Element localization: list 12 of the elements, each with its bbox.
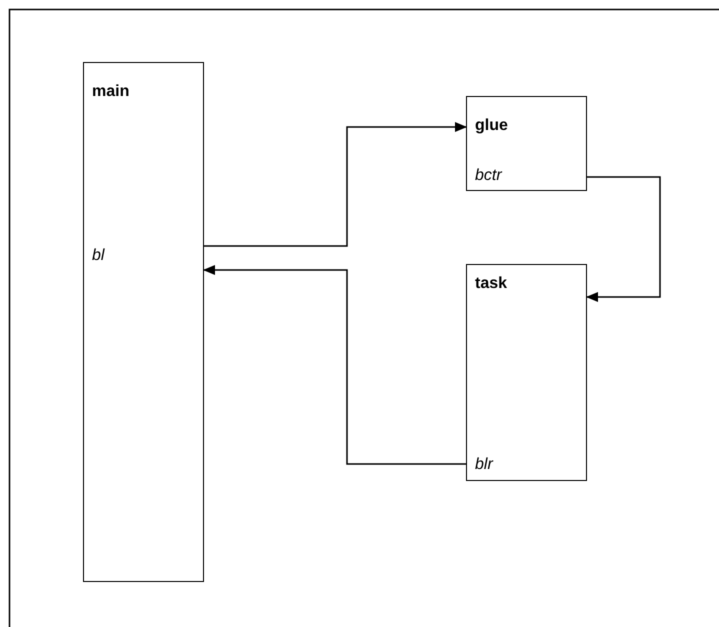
process-box: [83, 62, 204, 582]
arrow: [204, 122, 467, 247]
register-label: bctr: [475, 167, 502, 185]
register-label: blr: [475, 456, 493, 474]
arrow: [203, 265, 466, 465]
box-title: main: [92, 83, 130, 101]
arrow: [586, 176, 661, 302]
box-title: glue: [475, 117, 508, 135]
process-box: [466, 96, 587, 191]
process-box: [466, 264, 587, 481]
box-title: task: [475, 275, 508, 293]
register-label: bl: [92, 247, 104, 265]
